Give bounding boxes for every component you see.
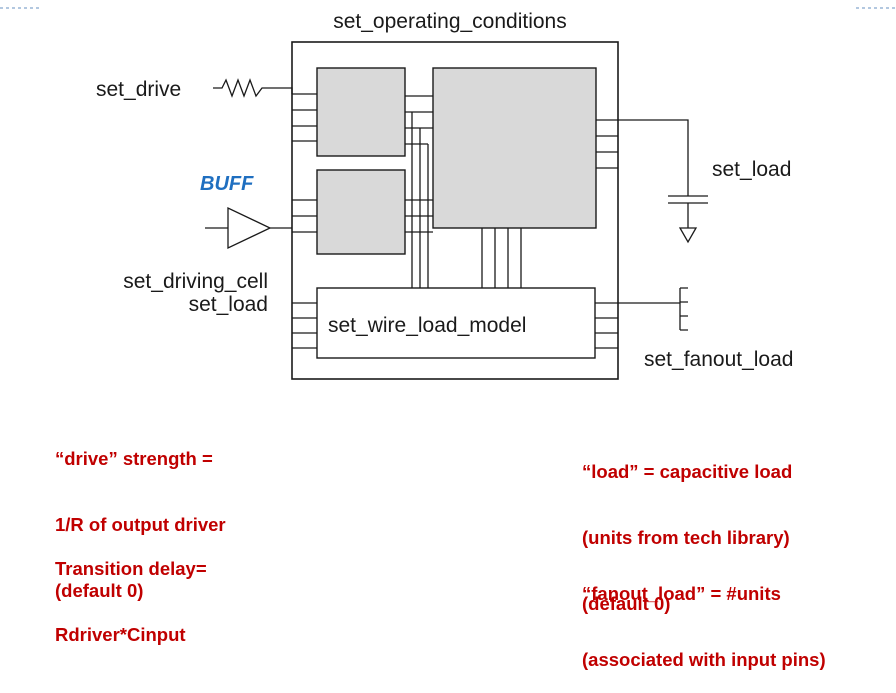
fanout-note-line-1: “fanout_load” = #units <box>582 583 781 604</box>
transition-note-line-2: Rdriver*Cinput <box>55 624 186 645</box>
load-note-line-2: (units from tech library) <box>582 527 790 548</box>
logic-block-large <box>432 67 597 229</box>
fanout-note-line-2: (associated with input pins) <box>582 649 826 670</box>
set-fanout-load-label: set_fanout_load <box>644 348 793 371</box>
buff-label: BUFF <box>200 173 254 195</box>
slide-frame-left <box>0 7 40 9</box>
logic-block-bottom-left <box>316 169 406 255</box>
transition-note-line-1: Transition delay= <box>55 558 207 579</box>
load-note-line-1: “load” = capacitive load <box>582 461 793 482</box>
transition-delay-note: Transition delay= Rdriver*Cinput <box>55 514 207 668</box>
slide-frame-right <box>856 7 896 9</box>
wire-load-model-block <box>316 287 596 359</box>
wire-load-model-label: set_wire_load_model <box>328 314 526 337</box>
set-load-left-label: set_load <box>189 293 268 316</box>
set-driving-cell-label: set_driving_cell <box>123 270 268 293</box>
fanout-load-note: “fanout_load” = #units (associated with … <box>582 539 826 693</box>
drive-note-line-1: “drive” strength = <box>55 448 213 469</box>
logic-block-top-left <box>316 67 406 157</box>
set-drive-label: set_drive <box>96 78 181 101</box>
set-load-right-label: set_load <box>712 158 791 181</box>
operating-conditions-label: set_operating_conditions <box>333 10 567 33</box>
drive-note-line-2: 1/R of output driver <box>55 514 226 535</box>
timing-constraints-diagram: set_operating_conditions set_wire_load_m… <box>96 10 793 380</box>
